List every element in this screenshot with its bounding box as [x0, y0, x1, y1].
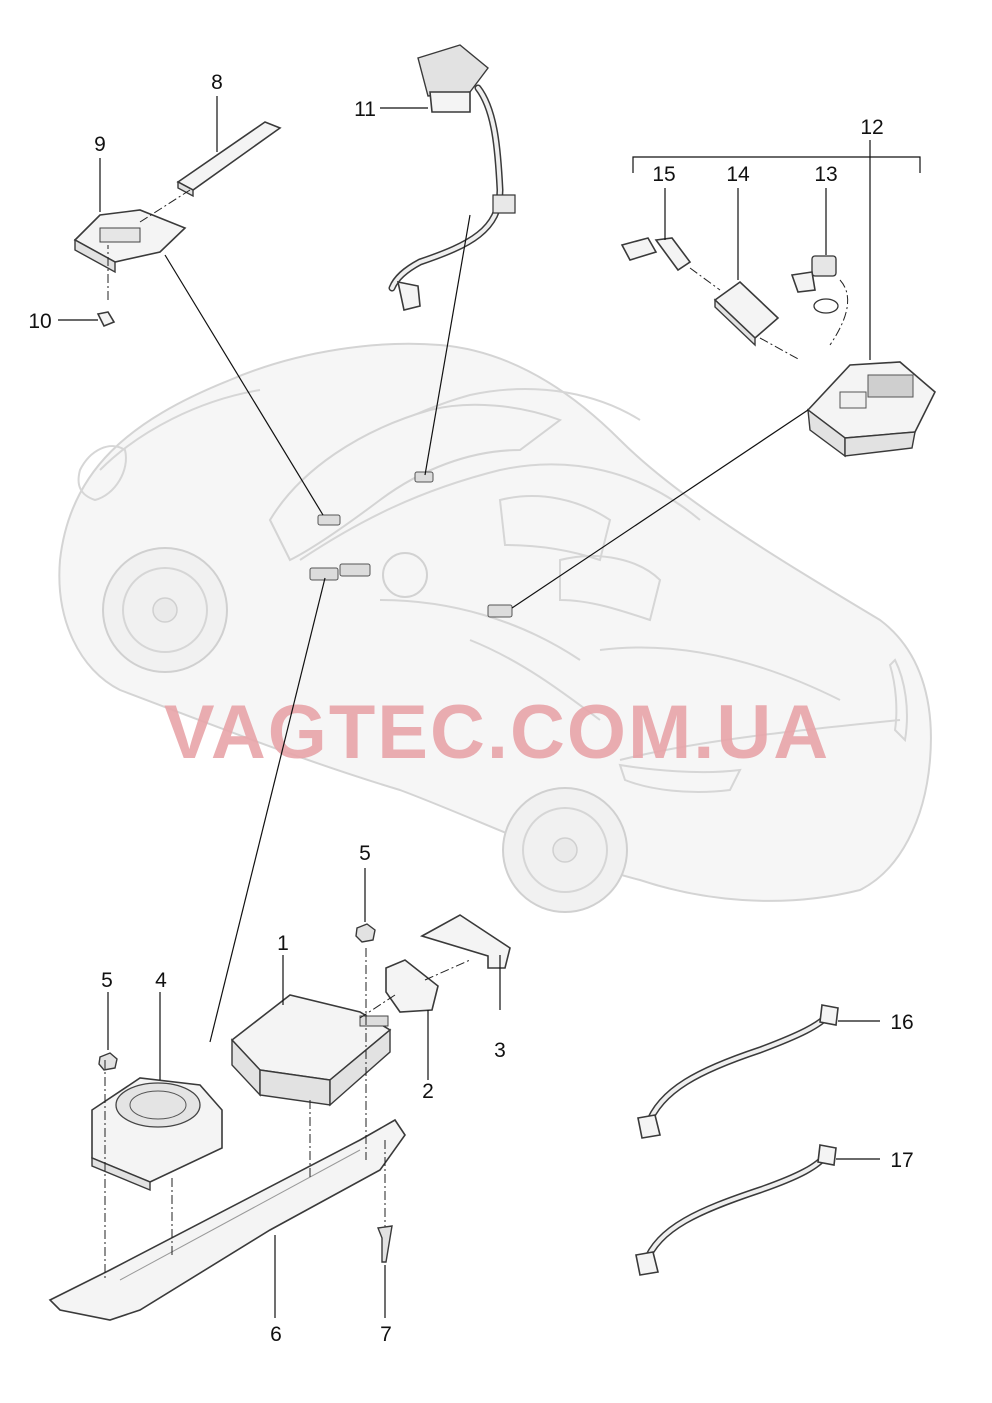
callout-13: 13 — [814, 163, 837, 186]
callout-12: 12 — [860, 116, 883, 139]
part-10-clip — [96, 311, 116, 328]
part-14-module — [713, 280, 801, 361]
callout-4: 4 — [155, 969, 167, 992]
callout-labels: 1 2 3 4 5 5 6 7 8 9 10 11 12 13 14 15 16… — [28, 71, 913, 1346]
callout-7: 7 — [380, 1323, 392, 1346]
part-1-control-unit — [230, 994, 392, 1107]
part-11-cable — [388, 44, 516, 311]
callout-1: 1 — [277, 932, 289, 955]
part-8-antenna — [176, 121, 282, 198]
part-17-cable — [635, 1144, 837, 1276]
callout-14: 14 — [726, 163, 750, 186]
part-7-bolt — [377, 1225, 393, 1263]
watermark: VAGTEC.COM.UA — [164, 690, 830, 775]
part-16-cable — [637, 1004, 839, 1139]
part-5-nut-lower — [98, 1052, 118, 1071]
part-3-bracket — [419, 914, 511, 969]
callout-11: 11 — [354, 98, 376, 121]
callout-3: 3 — [494, 1039, 506, 1062]
callout-5-upper: 5 — [359, 842, 371, 865]
callout-8: 8 — [211, 71, 223, 94]
callout-6: 6 — [270, 1323, 282, 1346]
part-5-nut-upper — [355, 923, 376, 943]
callout-17: 17 — [890, 1149, 913, 1172]
car-illustration — [58, 342, 932, 913]
part-9-bracket — [73, 189, 191, 300]
callout-15: 15 — [652, 163, 675, 186]
callout-10: 10 — [28, 310, 51, 333]
leader-lines — [58, 96, 880, 1318]
callout-5-lower: 5 — [101, 969, 113, 992]
group-12-bracket — [632, 156, 921, 173]
part-15-connector — [620, 237, 721, 291]
part-13-plug — [790, 255, 849, 346]
part-12-unit — [806, 361, 936, 458]
part-4-speaker — [91, 1077, 223, 1192]
part-2-cover — [359, 959, 471, 1019]
callout-2: 2 — [422, 1080, 434, 1103]
part-6-plate — [48, 948, 406, 1321]
callout-9: 9 — [94, 133, 106, 156]
callout-16: 16 — [890, 1011, 913, 1034]
